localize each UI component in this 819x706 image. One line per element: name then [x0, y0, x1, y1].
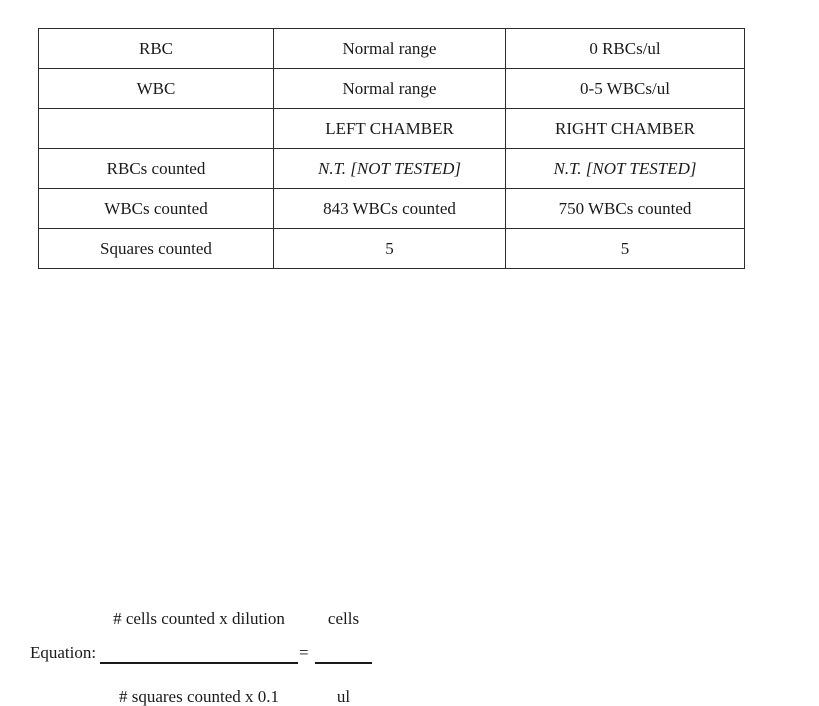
fraction-bar-result [315, 662, 372, 664]
table-row: LEFT CHAMBER RIGHT CHAMBER [38, 108, 745, 149]
squares-counted-left-value: 5 [273, 228, 506, 269]
equation-block: Equation: # cells counted x dilution # s… [0, 300, 819, 705]
left-chamber-header: LEFT CHAMBER [273, 108, 506, 149]
fraction-bar-main [100, 662, 298, 664]
squares-counted-right-value: 5 [505, 228, 745, 269]
table-row: WBC Normal range 0-5 WBCs/ul [38, 68, 745, 109]
row-label-rbc: RBC [38, 28, 274, 69]
rbc-left-value: Normal range [273, 28, 506, 69]
equation-label: Equation: [30, 643, 97, 662]
wbcs-counted-left-value: 843 WBCs counted [273, 188, 506, 229]
rbcs-counted-left-value: N.T. [NOT TESTED] [273, 148, 506, 189]
table-row: RBC Normal range 0 RBCs/ul [38, 28, 745, 69]
row-label-wbcs-counted: WBCs counted [38, 188, 274, 229]
table-row: WBCs counted 843 WBCs counted 750 WBCs c… [38, 188, 745, 229]
wbcs-counted-right-value: 750 WBCs counted [505, 188, 745, 229]
row-label-rbcs-counted: RBCs counted [38, 148, 274, 189]
equation-denominator: # squares counted x 0.1 [118, 687, 280, 706]
hemocytometer-results-table: RBC Normal range 0 RBCs/ul WBC Normal ra… [38, 28, 745, 269]
table-row: Squares counted 5 5 [38, 228, 745, 269]
equation-result-denominator: ul [336, 687, 351, 706]
row-label-wbc: WBC [38, 68, 274, 109]
rbc-right-value: 0 RBCs/ul [505, 28, 745, 69]
wbc-left-value: Normal range [273, 68, 506, 109]
equals-sign: = [299, 643, 309, 662]
wbc-right-value: 0-5 WBCs/ul [505, 68, 745, 109]
table-body: RBC Normal range 0 RBCs/ul WBC Normal ra… [38, 28, 745, 269]
equation-numerator: # cells counted x dilution [113, 609, 285, 628]
table-row: RBCs counted N.T. [NOT TESTED] N.T. [NOT… [38, 148, 745, 189]
row-label-blank [38, 108, 274, 149]
right-chamber-header: RIGHT CHAMBER [505, 108, 745, 149]
rbcs-counted-right-value: N.T. [NOT TESTED] [505, 148, 745, 189]
equation-result-numerator: cells [327, 609, 360, 628]
row-label-squares-counted: Squares counted [38, 228, 274, 269]
